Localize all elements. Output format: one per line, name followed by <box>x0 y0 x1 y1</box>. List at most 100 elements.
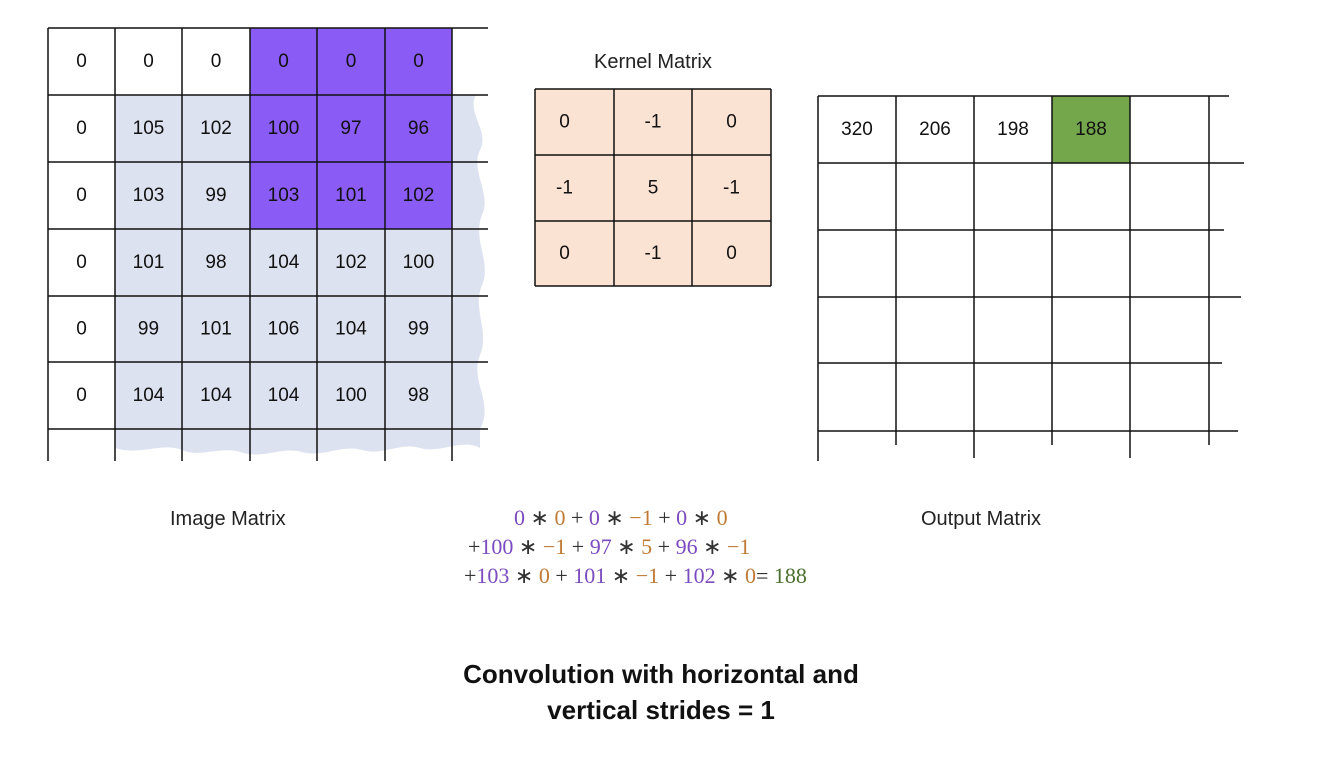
image-cell: 0 <box>211 51 222 72</box>
equation-term: ∗ <box>715 563 745 588</box>
kernel-cell: 0 <box>559 112 570 133</box>
equation-term: ∗ <box>513 534 543 559</box>
output-cell: 198 <box>997 119 1029 140</box>
figure-caption: Convolution with horizontal and vertical… <box>0 656 1322 728</box>
equation-term: 0 <box>745 563 756 588</box>
kernel-cell: -1 <box>645 243 662 264</box>
image-cell: 0 <box>413 51 424 72</box>
equation-term: 0 <box>514 505 525 530</box>
image-cell: 0 <box>76 385 87 406</box>
equation-term: 0 <box>588 505 600 530</box>
image-cell: 103 <box>268 185 300 206</box>
caption-line-2: vertical strides = 1 <box>547 695 775 725</box>
kernel-cell: -1 <box>556 178 573 199</box>
convolution-equation: 0 ∗ 0 + 0 ∗ −1 + 0 ∗ 0+100 ∗ −1 + 97 ∗ 5… <box>462 503 807 590</box>
image-cell: 96 <box>408 118 429 139</box>
output-cell: 206 <box>919 119 951 140</box>
image-cell: 0 <box>76 118 87 139</box>
equation-term: ∗ <box>599 505 630 530</box>
equation-term: ∗ <box>687 505 717 530</box>
image-cell: 97 <box>340 118 361 139</box>
kernel-cell: -1 <box>645 112 662 133</box>
kernel-cell: 0 <box>726 243 737 264</box>
kernel-matrix-background <box>535 89 771 286</box>
equation-term: + <box>652 505 677 530</box>
equation-term: ∗ <box>606 563 636 588</box>
equation-term: + <box>468 534 481 559</box>
equation-term: 0 <box>538 563 550 588</box>
image-cell: 106 <box>268 319 300 340</box>
equation-term: ∗ <box>697 534 727 559</box>
equation-term: + <box>464 563 477 588</box>
output-cell: 320 <box>841 119 873 140</box>
equation-term: 0 <box>716 505 728 530</box>
equation-term: 97 <box>589 534 612 559</box>
equation-term: ∗ <box>509 563 539 588</box>
image-cell: 0 <box>346 51 357 72</box>
output-matrix-label: Output Matrix <box>921 508 1042 530</box>
equation-term: 188 <box>773 563 807 588</box>
kernel-cell: 5 <box>648 178 659 199</box>
image-cell: 99 <box>205 185 226 206</box>
equation-term: −1 <box>635 563 660 588</box>
kernel-window-highlight <box>250 28 452 229</box>
image-cell: 102 <box>403 185 435 206</box>
image-cell: 104 <box>133 385 165 406</box>
equation-term: −1 <box>629 505 653 530</box>
equation-term: 102 <box>682 563 716 588</box>
image-cell: 104 <box>335 319 367 340</box>
image-cell: 0 <box>143 51 154 72</box>
equation-line-2: +100 ∗ −1 + 97 ∗ 5 + 96 ∗ −1 <box>462 532 807 561</box>
image-cell: 105 <box>133 118 165 139</box>
kernel-matrix-label: Kernel Matrix <box>594 51 712 73</box>
equation-term: 103 <box>476 563 510 588</box>
equation-term: = <box>756 563 774 588</box>
equation-term: + <box>659 563 683 588</box>
equation-term: + <box>652 534 676 559</box>
equation-term: −1 <box>542 534 567 559</box>
output-cell: 188 <box>1075 119 1107 140</box>
kernel-cell: -1 <box>723 178 740 199</box>
image-cell: 98 <box>205 252 226 273</box>
image-cell: 98 <box>408 385 429 406</box>
image-cell: 99 <box>408 319 429 340</box>
image-cell: 99 <box>138 319 159 340</box>
image-cell: 102 <box>335 252 367 273</box>
equation-term: 101 <box>573 563 607 588</box>
image-cell: 100 <box>403 252 435 273</box>
equation-line-1: 0 ∗ 0 + 0 ∗ −1 + 0 ∗ 0 <box>462 503 807 532</box>
equation-line-3: +103 ∗ 0 + 101 ∗ −1 + 102 ∗ 0= 188 <box>462 561 807 590</box>
image-cell: 100 <box>335 385 367 406</box>
image-cell: 102 <box>200 118 232 139</box>
image-cell: 101 <box>133 252 165 273</box>
image-matrix-label: Image Matrix <box>170 508 286 530</box>
equation-term: + <box>549 563 574 588</box>
equation-term: 100 <box>480 534 514 559</box>
kernel-cell: 0 <box>726 112 737 133</box>
equation-term: −1 <box>727 534 751 559</box>
image-cell: 0 <box>278 51 289 72</box>
image-cell: 101 <box>335 185 367 206</box>
image-cell: 0 <box>76 51 87 72</box>
equation-term: + <box>566 534 590 559</box>
equation-term: ∗ <box>611 534 642 559</box>
image-cell: 0 <box>76 185 87 206</box>
caption-line-1: Convolution with horizontal and <box>463 659 859 689</box>
output-highlight-cell <box>1052 96 1130 163</box>
equation-term: 96 <box>675 534 698 559</box>
equation-term: ∗ <box>525 505 555 530</box>
equation-term: 0 <box>676 505 688 530</box>
equation-term: 5 <box>641 534 653 559</box>
image-cell: 0 <box>76 252 87 273</box>
image-cell: 104 <box>200 385 232 406</box>
image-cell: 101 <box>200 319 232 340</box>
image-cell: 103 <box>133 185 165 206</box>
image-cell: 0 <box>76 319 87 340</box>
image-cell: 100 <box>268 118 300 139</box>
image-cell: 104 <box>268 252 300 273</box>
kernel-cell: 0 <box>559 243 570 264</box>
equation-term: + <box>565 505 589 530</box>
image-cell: 104 <box>268 385 300 406</box>
equation-term: 0 <box>554 505 566 530</box>
